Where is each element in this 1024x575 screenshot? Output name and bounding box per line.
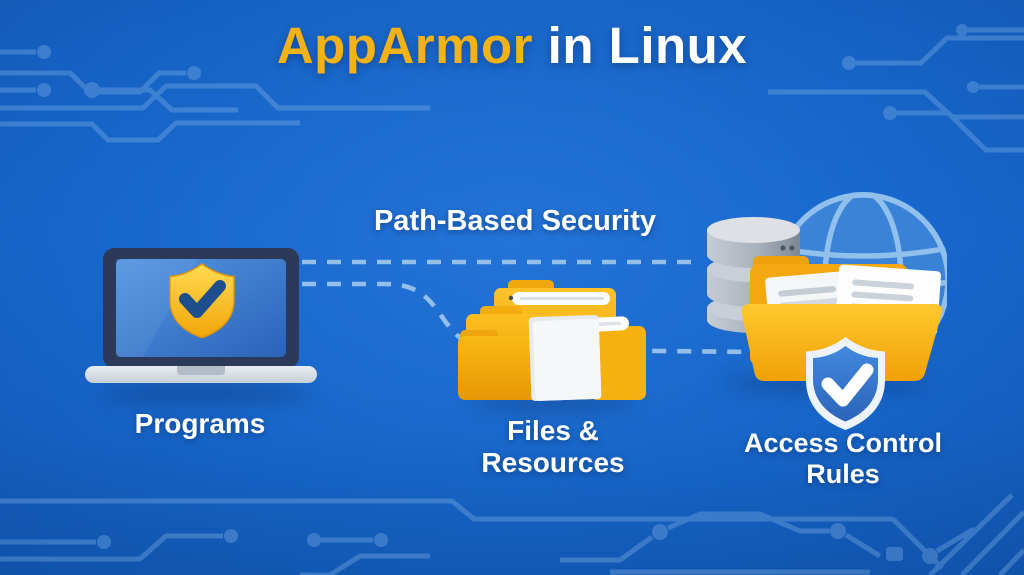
node-label-programs: Programs [134,408,266,439]
title-highlight: AppArmor [276,17,533,74]
front-document [528,314,602,402]
right-folder [590,326,646,400]
database-globe-folder-shield-icon [707,192,947,430]
laptop-base [85,366,317,383]
paper-edge [508,292,610,305]
node-label-access-control-rules: Access Control Rules [743,428,943,489]
open-folder-icon [741,256,942,381]
title-rest: in Linux [533,17,748,74]
folder-stack-icon [458,280,646,402]
node-label-files-resources: Files & Resources [481,415,625,478]
access-shield-check-icon [806,337,885,430]
laptop-shadow [100,386,312,402]
page-title: AppArmor in Linux [0,14,1024,78]
shield-check-icon [169,263,235,339]
connection-label: Path-Based Security [373,205,657,237]
laptop-shield-icon [85,248,317,383]
